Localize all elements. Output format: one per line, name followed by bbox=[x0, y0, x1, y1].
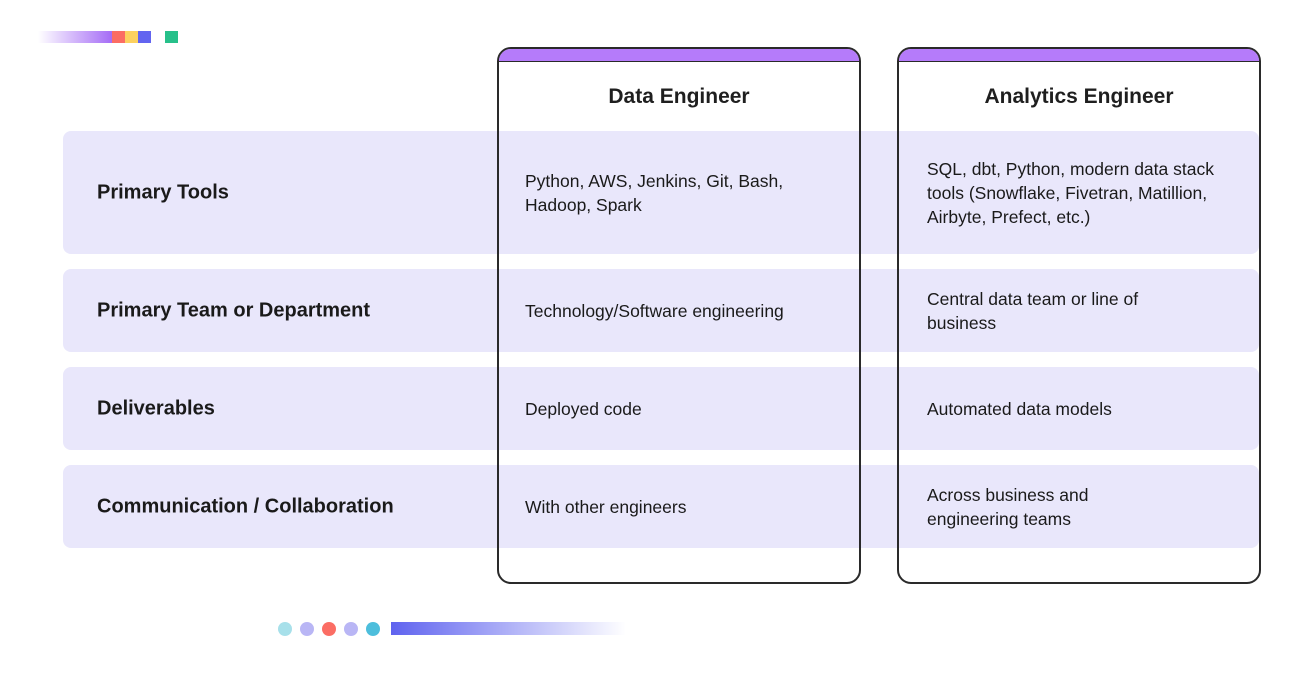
decorative-dot bbox=[366, 622, 380, 636]
row-band-team bbox=[63, 269, 1259, 352]
decorative-square bbox=[165, 31, 178, 43]
decorative-dot bbox=[344, 622, 358, 636]
cell-analytics-engineer: Central data team or line of business bbox=[927, 289, 1139, 333]
decorative-dot bbox=[300, 622, 314, 636]
cell-data-engineer: Deployed code bbox=[525, 399, 642, 419]
column-header: Analytics Engineer bbox=[984, 85, 1174, 108]
row-band-communication bbox=[63, 465, 1259, 548]
row-label: Primary Tools bbox=[97, 181, 229, 204]
row-label: Deliverables bbox=[97, 397, 215, 420]
cell-data-engineer: Technology/Software engineering bbox=[525, 301, 784, 321]
row-band-deliverables bbox=[63, 367, 1259, 450]
column-header: Data Engineer bbox=[608, 85, 750, 108]
cell-analytics-engineer: Across business and engineering teams bbox=[927, 485, 1089, 529]
decorative-square bbox=[138, 31, 151, 43]
cell-data-engineer: Python, AWS, Jenkins, Git, Bash, Hadoop,… bbox=[525, 171, 784, 215]
column-card-data-engineer: Data Engineer bbox=[497, 47, 861, 584]
row-band-primary-tools bbox=[63, 131, 1259, 254]
column-card-analytics-engineer: Analytics Engineer bbox=[897, 47, 1261, 584]
decorative-dot bbox=[278, 622, 292, 636]
cell-analytics-engineer: Automated data models bbox=[927, 399, 1112, 419]
row-label: Primary Team or Department bbox=[97, 299, 371, 322]
decorative-square bbox=[125, 31, 138, 43]
decorative-square bbox=[112, 31, 125, 43]
decorative-gradient-bar-bottom bbox=[391, 622, 626, 635]
row-label: Communication / Collaboration bbox=[97, 495, 394, 518]
cell-data-engineer: With other engineers bbox=[525, 497, 687, 517]
decorative-gradient-bar-top bbox=[38, 31, 112, 43]
cell-analytics-engineer: SQL, dbt, Python, modern data stack tool… bbox=[927, 159, 1214, 227]
decorative-dot bbox=[322, 622, 336, 636]
